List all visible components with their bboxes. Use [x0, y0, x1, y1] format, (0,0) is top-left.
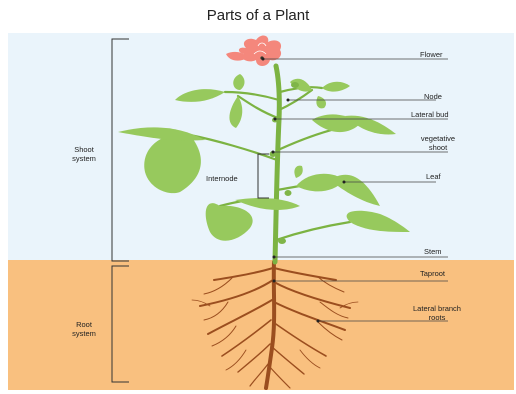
vegetative-shoot-label: vegetative shoot	[410, 135, 466, 152]
vegetative-shoot-line2: shoot	[410, 144, 466, 153]
shoot-system-label: Shoot system	[60, 146, 108, 163]
taproot-label: Taproot	[420, 270, 445, 279]
internode-label: Internode	[206, 175, 238, 184]
flower-label: Flower	[420, 51, 443, 60]
lateral-bud-label: Lateral bud	[411, 111, 449, 120]
shoot-system-line2: system	[60, 155, 108, 164]
root-system-label: Root system	[60, 321, 108, 338]
root-system-line2: system	[60, 330, 108, 339]
stem-label: Stem	[424, 248, 442, 257]
lateral-branch-roots-line2: roots	[402, 314, 472, 323]
lateral-branch-roots-label: Lateral branch roots	[402, 305, 472, 322]
page-title: Parts of a Plant	[0, 7, 516, 24]
node-label: Node	[424, 93, 442, 102]
leaf-label: Leaf	[426, 173, 441, 182]
